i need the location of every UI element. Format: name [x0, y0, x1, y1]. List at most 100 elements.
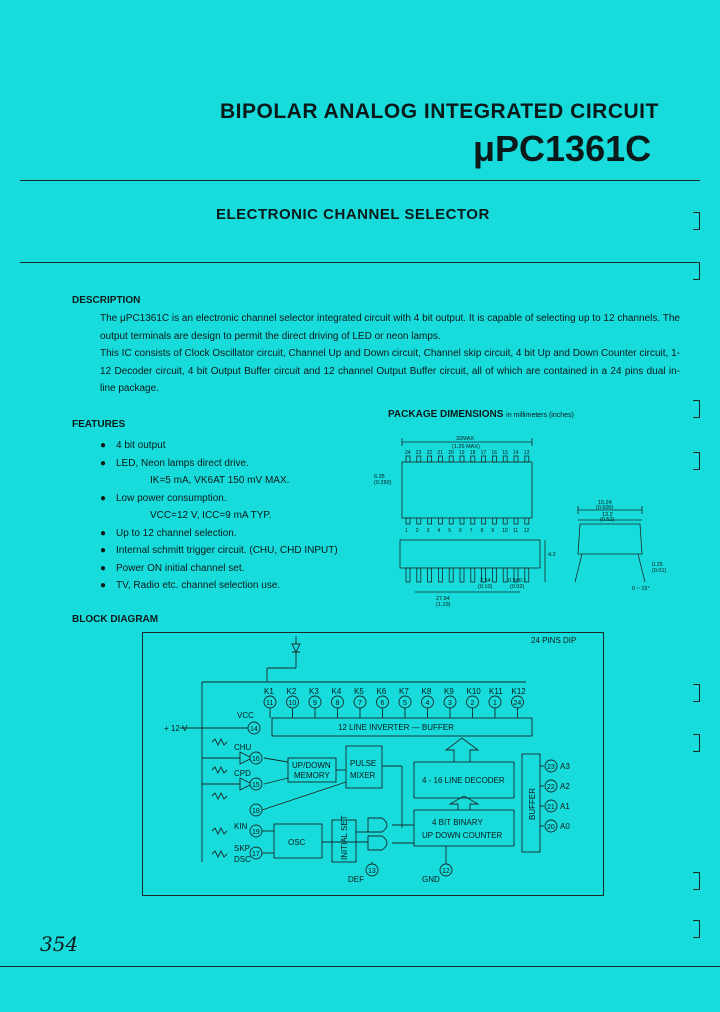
decoder-to-buffer-arrow: [444, 737, 480, 762]
counter-label-2: UP DOWN COUNTER: [422, 831, 503, 840]
k-output-label: K8: [422, 687, 432, 696]
k-output-label: K12: [512, 687, 527, 696]
margin-mark: [693, 872, 700, 890]
dip-pin-side: [438, 567, 443, 583]
dip-pin-side: [448, 567, 454, 583]
counter-to-decoder-arrow: [448, 795, 480, 810]
dip-pin-top: [524, 455, 530, 463]
divider-bottom: [0, 966, 720, 967]
memory-label: MEMORY: [294, 771, 331, 780]
k-pin-number: 5: [403, 700, 407, 707]
k-pin-number: 24: [514, 700, 522, 707]
k-output-label: K2: [287, 687, 297, 696]
input-pin: [249, 777, 263, 791]
resistor-symbol: [211, 849, 228, 859]
dip-pin-number: 12: [524, 528, 530, 534]
output-pin-number: 20: [547, 824, 555, 831]
dip-pin-side: [470, 567, 476, 583]
k-output-label: K5: [354, 687, 364, 696]
dip-body-top-view: [401, 461, 533, 519]
counter-block: [413, 809, 515, 847]
resistor-symbol: [211, 765, 228, 775]
dip-pin-number: 2: [416, 528, 419, 534]
k-pin-number: 7: [358, 700, 362, 707]
description-paragraph: The μPC1361C is an electronic channel se…: [100, 313, 680, 342]
feature-item: ●Internal schmitt trigger circuit. (CHU,…: [100, 542, 338, 560]
dip-pin-number: 9: [491, 528, 494, 534]
vcc-label: VCC: [237, 711, 254, 720]
dim-pitch: 2.54: [480, 578, 491, 584]
output-pin: [544, 799, 558, 813]
bullet-icon: ●: [100, 562, 107, 574]
divider-top: [20, 180, 700, 181]
dip-pin-bottom: [481, 517, 486, 525]
package-drawing: 32MAX (1.26 MAX) 6.35 (0.250) 15.24 (0.6…: [374, 436, 667, 608]
dim-length: 32MAX: [456, 436, 474, 442]
output-label: A2: [560, 782, 570, 791]
dip-pin-bottom: [438, 517, 443, 525]
dim-angle: 0 ~ 15°: [632, 586, 650, 592]
input-pin: [249, 846, 263, 860]
k-output-label: K1: [264, 687, 274, 696]
feature-item: ●TV, Radio etc. channel selection use.: [100, 577, 338, 595]
dip-pin-side: [405, 567, 411, 583]
output-pin: [544, 759, 558, 773]
series-title: BIPOLAR ANALOG INTEGRATED CIRCUIT: [220, 100, 659, 123]
dim-body: 13.2: [602, 512, 613, 518]
dip-end-view: [577, 523, 643, 555]
feature-item: ●Low power consumption.: [100, 490, 338, 508]
k-pin-number: 3: [448, 700, 452, 707]
dip-pin-top: [448, 455, 454, 463]
dip-pin-top: [502, 455, 508, 463]
k-pin-number: 1: [493, 700, 497, 707]
margin-mark: [693, 734, 700, 752]
description-body: The μPC1361C is an electronic channel se…: [100, 310, 680, 398]
k-pin-number: 8: [336, 700, 340, 707]
dip-pin-top: [513, 455, 519, 463]
dip-pin-side: [492, 567, 497, 583]
dip-pin-number: 1: [405, 528, 408, 534]
block-diagram-frame: [142, 632, 604, 896]
output-pin-number: 22: [547, 784, 555, 791]
k-output-label: K4: [332, 687, 342, 696]
dip-pin-top: [470, 455, 476, 463]
description-paragraph: This IC consists of Clock Oscillator cir…: [100, 348, 680, 394]
output-pin: [544, 779, 558, 793]
dip-pin-bottom: [427, 517, 432, 525]
dip-pin-number: 3: [427, 528, 430, 534]
features-heading: FEATURES: [72, 419, 126, 430]
dim-length-in: (1.26 MAX): [452, 444, 480, 450]
input-label: DSC: [234, 855, 251, 864]
osc-label: OSC: [288, 838, 306, 847]
input-label: KIN: [234, 822, 248, 831]
k-pin-number: 2: [471, 700, 475, 707]
dim-width-in: (0.250): [374, 480, 392, 486]
k-output-label: K10: [467, 687, 482, 696]
dip-pin-side: [459, 567, 465, 583]
led-symbol: [291, 643, 301, 654]
k-output-label: K7: [399, 687, 409, 696]
input-label: CHU: [234, 743, 252, 752]
inverter-buffer-block: [271, 717, 533, 737]
gate-symbol: [367, 835, 388, 851]
k-output-label: K11: [489, 687, 503, 696]
input-label: SKP: [234, 844, 250, 853]
dip-pin-number: 5: [448, 528, 451, 534]
input-pin: [249, 751, 263, 765]
dip-pin-number: 8: [481, 528, 484, 534]
updown-label: UP/DOWN: [292, 761, 331, 770]
part-number: μPC1361C: [473, 128, 652, 169]
dip-pin-number: 24: [405, 450, 411, 456]
dip-pin-number: 11: [513, 528, 518, 534]
resistor-symbol: [211, 791, 228, 801]
bottom-pin-number: 12: [442, 868, 450, 875]
initial-set-block: [331, 819, 357, 863]
feature-item: ●LED, Neon lamps direct drive.: [100, 455, 338, 473]
dip-pin-top: [416, 455, 422, 463]
output-pin: [544, 819, 558, 833]
input-pin-number: 15: [252, 782, 260, 789]
output-label: A3: [560, 762, 570, 771]
mixer-label: MIXER: [350, 771, 376, 780]
dip-pin-bottom: [448, 517, 454, 525]
dip-pin-number: 18: [470, 450, 476, 456]
